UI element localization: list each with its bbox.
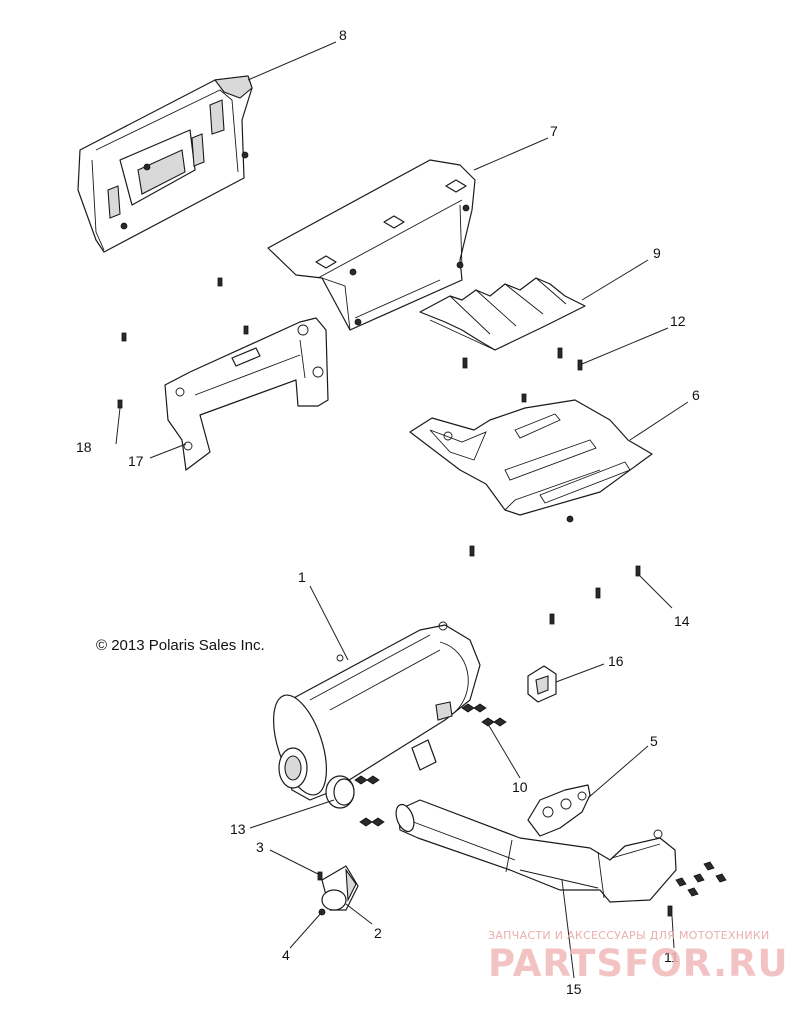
callout-16[interactable]: 16 — [608, 653, 624, 669]
callout-15[interactable]: 15 — [566, 981, 582, 997]
part-7-shield-plate[interactable] — [267, 159, 476, 331]
part-1-muffler[interactable] — [263, 621, 481, 801]
part-15-exhaust-pipe[interactable] — [393, 799, 677, 903]
part-5-flange-gasket[interactable] — [527, 784, 591, 837]
part-10-spring-clips[interactable] — [354, 703, 507, 827]
callout-11[interactable]: 11 — [664, 949, 679, 965]
part-16-bumper[interactable] — [527, 665, 557, 703]
part-2-tailpipe-tip[interactable] — [321, 865, 359, 911]
part-17-bracket[interactable] — [164, 317, 329, 471]
callout-18[interactable]: 18 — [76, 439, 92, 455]
fasteners — [117, 277, 727, 917]
leader-lines — [115, 41, 689, 979]
callout-9[interactable]: 9 — [653, 245, 661, 261]
watermark-tagline: ЗАПЧАСТИ И АКСЕССУАРЫ ДЛЯ МОТОТЕХНИКИ — [488, 929, 770, 942]
callout-13[interactable]: 13 — [230, 821, 246, 837]
watermark: ЗАПЧАСТИ И АКСЕССУАРЫ ДЛЯ МОТОТЕХНИКИ PA… — [488, 929, 789, 985]
part-6-lower-heat-shield[interactable] — [409, 399, 653, 523]
part-8-upper-heat-shield[interactable] — [77, 75, 253, 253]
callout-4[interactable]: 4 — [282, 947, 290, 963]
callout-10[interactable]: 10 — [512, 779, 528, 795]
part-13-sealing-ring[interactable] — [325, 775, 355, 809]
watermark-brand: PARTSFOR.RU — [488, 942, 789, 985]
callout-12[interactable]: 12 — [670, 313, 686, 329]
callout-6[interactable]: 6 — [692, 387, 700, 403]
callout-8[interactable]: 8 — [339, 27, 347, 43]
callout-1[interactable]: 1 — [298, 569, 306, 585]
copyright-notice: © 2013 Polaris Sales Inc. — [96, 637, 265, 654]
callout-3[interactable]: 3 — [256, 839, 264, 855]
callout-7[interactable]: 7 — [550, 123, 558, 139]
part-9-corrugated-shield[interactable] — [419, 277, 586, 351]
callout-5[interactable]: 5 — [650, 733, 658, 749]
callout-14[interactable]: 14 — [674, 613, 690, 629]
callout-17[interactable]: 17 — [128, 453, 144, 469]
callout-labels: 8 7 9 12 6 18 17 14 1 16 10 5 13 3 2 4 1… — [76, 27, 700, 997]
callout-2[interactable]: 2 — [374, 925, 382, 941]
